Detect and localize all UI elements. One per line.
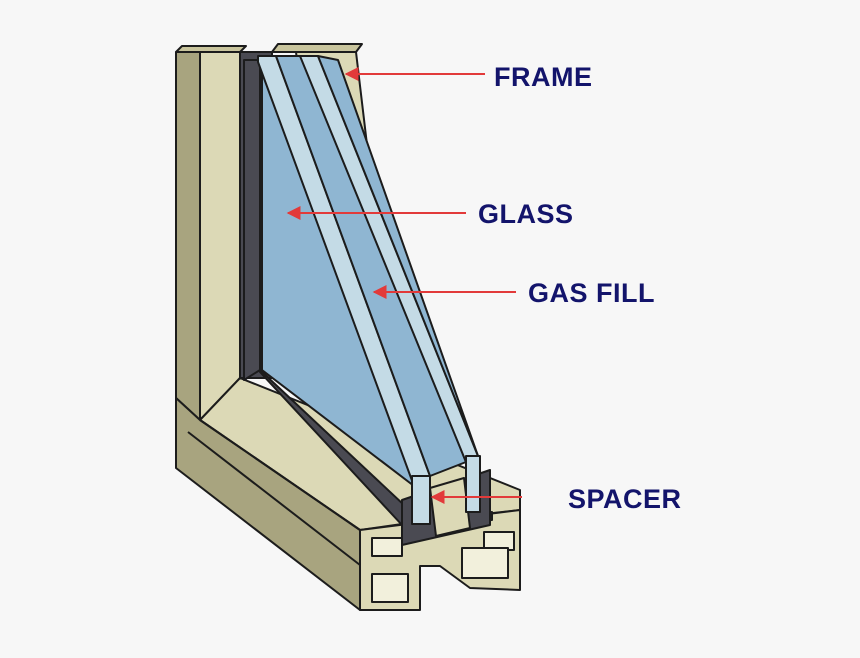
glass-pane-outer — [317, 55, 479, 457]
frame-post-front — [175, 51, 201, 421]
frame-chamber-3 — [371, 573, 409, 603]
frame-sill-line-1 — [199, 419, 361, 531]
spacer-channel — [429, 477, 471, 537]
glass-foot-2 — [465, 455, 481, 513]
frame-sill-line-2 — [187, 431, 361, 566]
frame-chamber-1 — [371, 537, 403, 557]
glass-foot-1 — [411, 475, 431, 525]
glass-label: GLASS — [478, 199, 574, 229]
glass-panes — [257, 55, 481, 525]
frame-post-side — [199, 51, 241, 421]
sealant-strip — [243, 59, 493, 526]
frame-top-cap-right — [271, 43, 363, 53]
frame-top-cap-left — [175, 45, 247, 53]
label-group: FRAME GLASS GAS FILL SPACER — [478, 62, 682, 514]
frame-label: FRAME — [494, 62, 593, 92]
frame-chamber-4 — [461, 547, 509, 579]
callouts — [286, 67, 522, 504]
spacer-label: SPACER — [568, 484, 682, 514]
gas-fill-label: GAS FILL — [528, 278, 655, 308]
